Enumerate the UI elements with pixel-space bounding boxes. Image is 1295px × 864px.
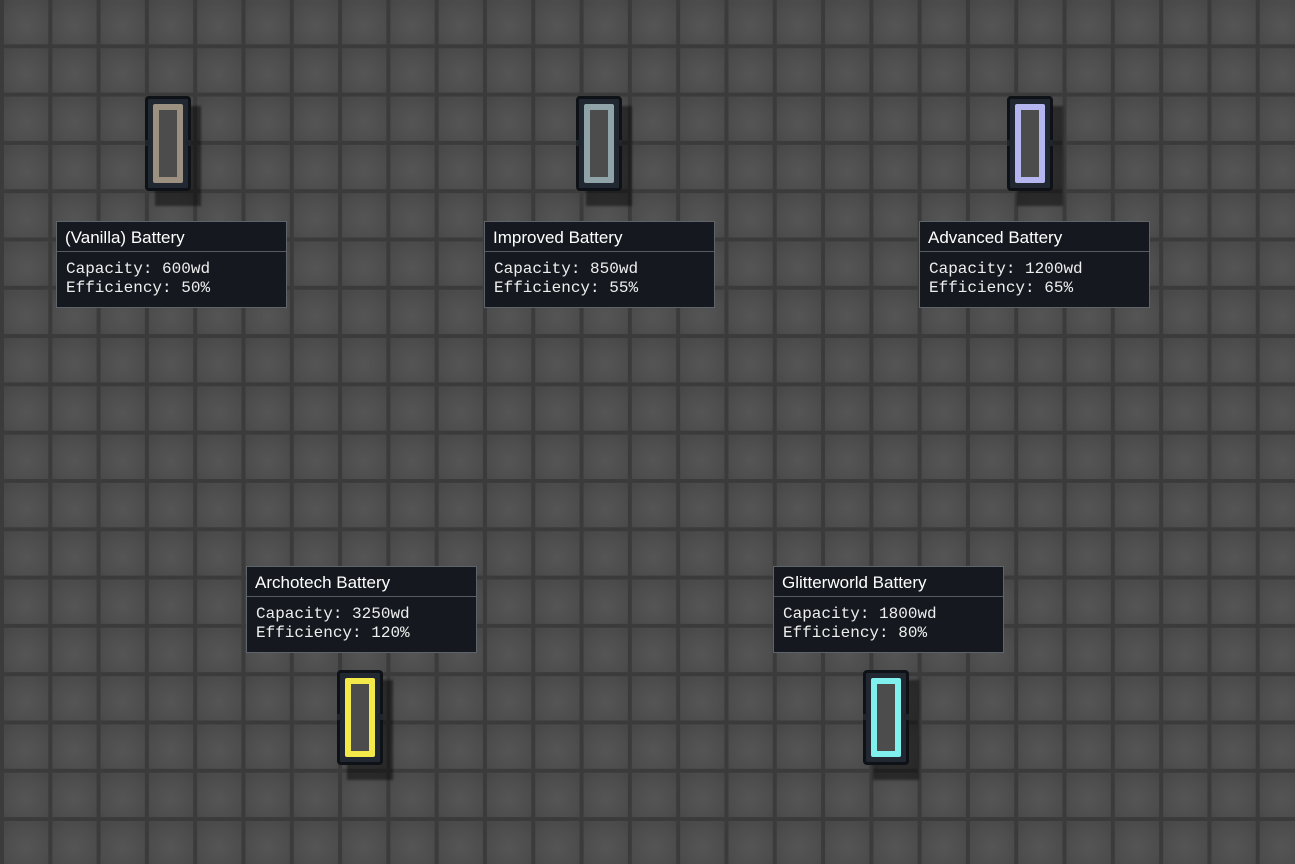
- capacity-line: Capacity: 850wd: [494, 260, 706, 279]
- capacity-line: Capacity: 600wd: [66, 260, 278, 279]
- efficiency-value: 50%: [181, 279, 211, 297]
- battery-notch: [904, 714, 909, 720]
- efficiency-line: Efficiency: 55%: [494, 279, 706, 298]
- battery-stats: Capacity: 600wd Efficiency: 50%: [57, 252, 286, 307]
- capacity-label: Capacity:: [66, 260, 153, 278]
- battery-stats: Capacity: 1200wd Efficiency: 65%: [920, 252, 1149, 307]
- battery-notch: [576, 140, 581, 146]
- capacity-line: Capacity: 3250wd: [256, 605, 468, 624]
- battery-title: Glitterworld Battery: [774, 567, 1003, 597]
- battery-notch: [145, 140, 150, 146]
- battery-icon: [576, 96, 622, 191]
- efficiency-label: Efficiency:: [66, 279, 172, 297]
- battery-notch: [617, 140, 622, 146]
- efficiency-line: Efficiency: 80%: [783, 624, 995, 643]
- battery-title: Improved Battery: [485, 222, 714, 252]
- battery-core: [590, 110, 608, 177]
- battery-info-archotech: Archotech Battery Capacity: 3250wd Effic…: [246, 566, 477, 653]
- battery-frame: [153, 104, 183, 183]
- battery-glitterworld[interactable]: [863, 670, 919, 780]
- battery-icon: [337, 670, 383, 765]
- battery-stats: Capacity: 850wd Efficiency: 55%: [485, 252, 714, 307]
- battery-stats: Capacity: 1800wd Efficiency: 80%: [774, 597, 1003, 652]
- battery-advanced[interactable]: [1007, 96, 1063, 206]
- battery-frame: [1015, 104, 1045, 183]
- battery-core: [159, 110, 177, 177]
- battery-improved[interactable]: [576, 96, 632, 206]
- battery-frame: [584, 104, 614, 183]
- battery-notch: [1007, 140, 1012, 146]
- capacity-value: 3250wd: [352, 605, 410, 623]
- capacity-line: Capacity: 1200wd: [929, 260, 1141, 279]
- efficiency-value: 65%: [1044, 279, 1074, 297]
- battery-title: (Vanilla) Battery: [57, 222, 286, 252]
- capacity-value: 1200wd: [1025, 260, 1083, 278]
- efficiency-line: Efficiency: 120%: [256, 624, 468, 643]
- efficiency-line: Efficiency: 50%: [66, 279, 278, 298]
- efficiency-label: Efficiency:: [929, 279, 1035, 297]
- battery-icon: [145, 96, 191, 191]
- battery-title: Advanced Battery: [920, 222, 1149, 252]
- capacity-value: 850wd: [590, 260, 639, 278]
- battery-info-vanilla: (Vanilla) Battery Capacity: 600wd Effici…: [56, 221, 287, 308]
- efficiency-value: 120%: [371, 624, 410, 642]
- capacity-label: Capacity:: [256, 605, 343, 623]
- efficiency-label: Efficiency:: [783, 624, 889, 642]
- battery-icon: [1007, 96, 1053, 191]
- efficiency-value: 55%: [609, 279, 639, 297]
- battery-vanilla[interactable]: [145, 96, 201, 206]
- capacity-line: Capacity: 1800wd: [783, 605, 995, 624]
- capacity-label: Capacity:: [494, 260, 581, 278]
- battery-notch: [1048, 140, 1053, 146]
- capacity-label: Capacity:: [783, 605, 870, 623]
- battery-notch: [863, 714, 868, 720]
- battery-frame: [871, 678, 901, 757]
- efficiency-value: 80%: [898, 624, 928, 642]
- battery-notch: [337, 714, 342, 720]
- efficiency-label: Efficiency:: [256, 624, 362, 642]
- battery-notch: [186, 140, 191, 146]
- battery-icon: [863, 670, 909, 765]
- battery-archotech[interactable]: [337, 670, 393, 780]
- battery-core: [1021, 110, 1039, 177]
- battery-title: Archotech Battery: [247, 567, 476, 597]
- capacity-value: 600wd: [162, 260, 211, 278]
- battery-notch: [378, 714, 383, 720]
- battery-info-improved: Improved Battery Capacity: 850wd Efficie…: [484, 221, 715, 308]
- capacity-label: Capacity:: [929, 260, 1016, 278]
- efficiency-label: Efficiency:: [494, 279, 600, 297]
- battery-frame: [345, 678, 375, 757]
- efficiency-line: Efficiency: 65%: [929, 279, 1141, 298]
- battery-info-advanced: Advanced Battery Capacity: 1200wd Effici…: [919, 221, 1150, 308]
- battery-core: [351, 684, 369, 751]
- battery-stats: Capacity: 3250wd Efficiency: 120%: [247, 597, 476, 652]
- battery-core: [877, 684, 895, 751]
- capacity-value: 1800wd: [879, 605, 937, 623]
- battery-info-glitterworld: Glitterworld Battery Capacity: 1800wd Ef…: [773, 566, 1004, 653]
